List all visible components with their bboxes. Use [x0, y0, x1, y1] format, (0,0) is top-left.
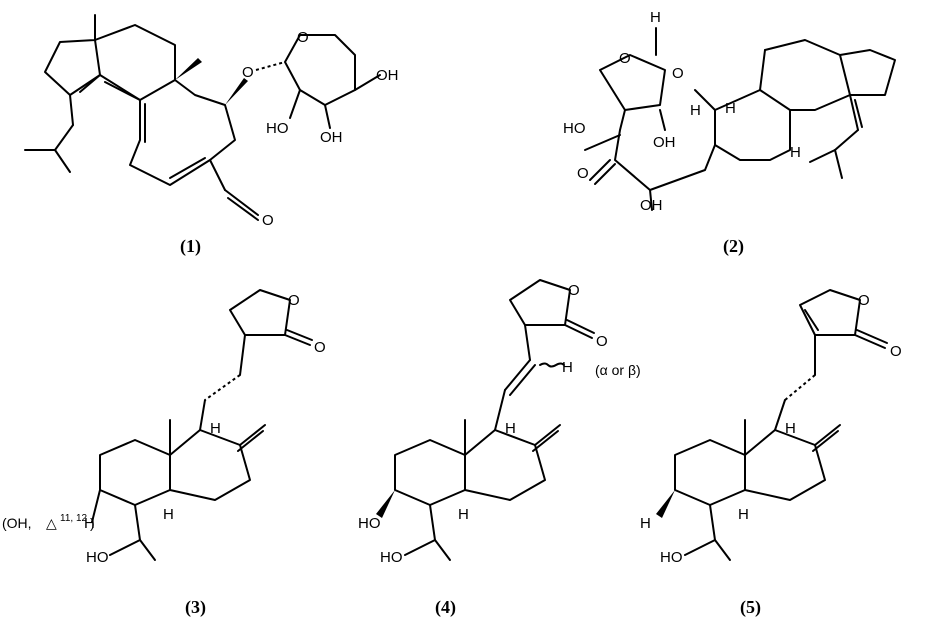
hydrogen-atom-label: H: [84, 515, 95, 532]
annotation-text: (OH,: [2, 515, 32, 531]
hydroxyl-label: OH: [320, 129, 343, 146]
hydroxyl-label: HO: [563, 120, 586, 137]
delta-symbol: △: [46, 515, 57, 531]
oxygen-atom-label: O: [890, 343, 902, 360]
oxygen-atom-label: O: [619, 50, 631, 67]
compound-1-structure: O O OH OH HO O: [24, 14, 399, 229]
compound-label-5: (5): [740, 597, 761, 618]
hydroxyl-label: OH: [376, 67, 399, 84]
hydrogen-atom-label: H: [725, 100, 736, 117]
hydrogen-atom-label: H: [790, 144, 801, 161]
annotation-superscript: 11, 12: [60, 513, 87, 524]
hydrogen-atom-label: H: [690, 102, 701, 119]
compound-5-structure: O O HO H H H: [640, 289, 902, 566]
oxygen-atom-label: O: [288, 292, 300, 309]
hydroxyl-label: HO: [266, 120, 289, 137]
hydrogen-atom-label: H: [163, 506, 174, 523]
hydroxyl-label: OH: [640, 197, 663, 214]
oxygen-atom-label: O: [568, 282, 580, 299]
compound-label-3: (3): [185, 597, 206, 618]
annotation-text: (α or β): [595, 362, 641, 378]
oxygen-atom-label: O: [297, 29, 309, 46]
annotation-close: ): [90, 515, 95, 531]
compound-label-2: (2): [723, 236, 744, 257]
hydroxyl-label: HO: [380, 549, 403, 566]
hydrogen-atom-label: H: [640, 515, 651, 532]
hydroxyl-label: HO: [358, 515, 381, 532]
compound-3-annotation: (OH, △ 11, 12 ): [2, 513, 95, 531]
oxygen-atom-label: O: [596, 333, 608, 350]
hydrogen-atom-label: H: [458, 506, 469, 523]
hydrogen-atom-label: H: [505, 420, 516, 437]
compound-label-4: (4): [435, 597, 456, 618]
compound-3-structure: O O HO H H H: [84, 289, 326, 566]
hydrogen-atom-label: H: [210, 420, 221, 437]
oxygen-atom-label: O: [858, 292, 870, 309]
hydrogen-atom-label: H: [650, 9, 661, 26]
hydroxyl-label: HO: [660, 549, 683, 566]
compound-2-structure: O O H HO O OH OH H H H: [563, 9, 896, 214]
oxygen-atom-label: O: [577, 165, 589, 182]
hydrogen-atom-label: H: [785, 420, 796, 437]
oxygen-atom-label: O: [262, 212, 274, 229]
oxygen-atom-label: O: [314, 339, 326, 356]
oxygen-atom-label: O: [672, 65, 684, 82]
hydrogen-atom-label: H: [562, 359, 573, 376]
hydroxyl-label: HO: [86, 549, 109, 566]
hydroxyl-label: OH: [653, 134, 676, 151]
compound-label-1: (1): [180, 236, 201, 257]
hydrogen-atom-label: H: [738, 506, 749, 523]
compound-4-structure: O O H (α or β) HO HO H H: [358, 279, 641, 566]
oxygen-atom-label: O: [242, 64, 254, 81]
